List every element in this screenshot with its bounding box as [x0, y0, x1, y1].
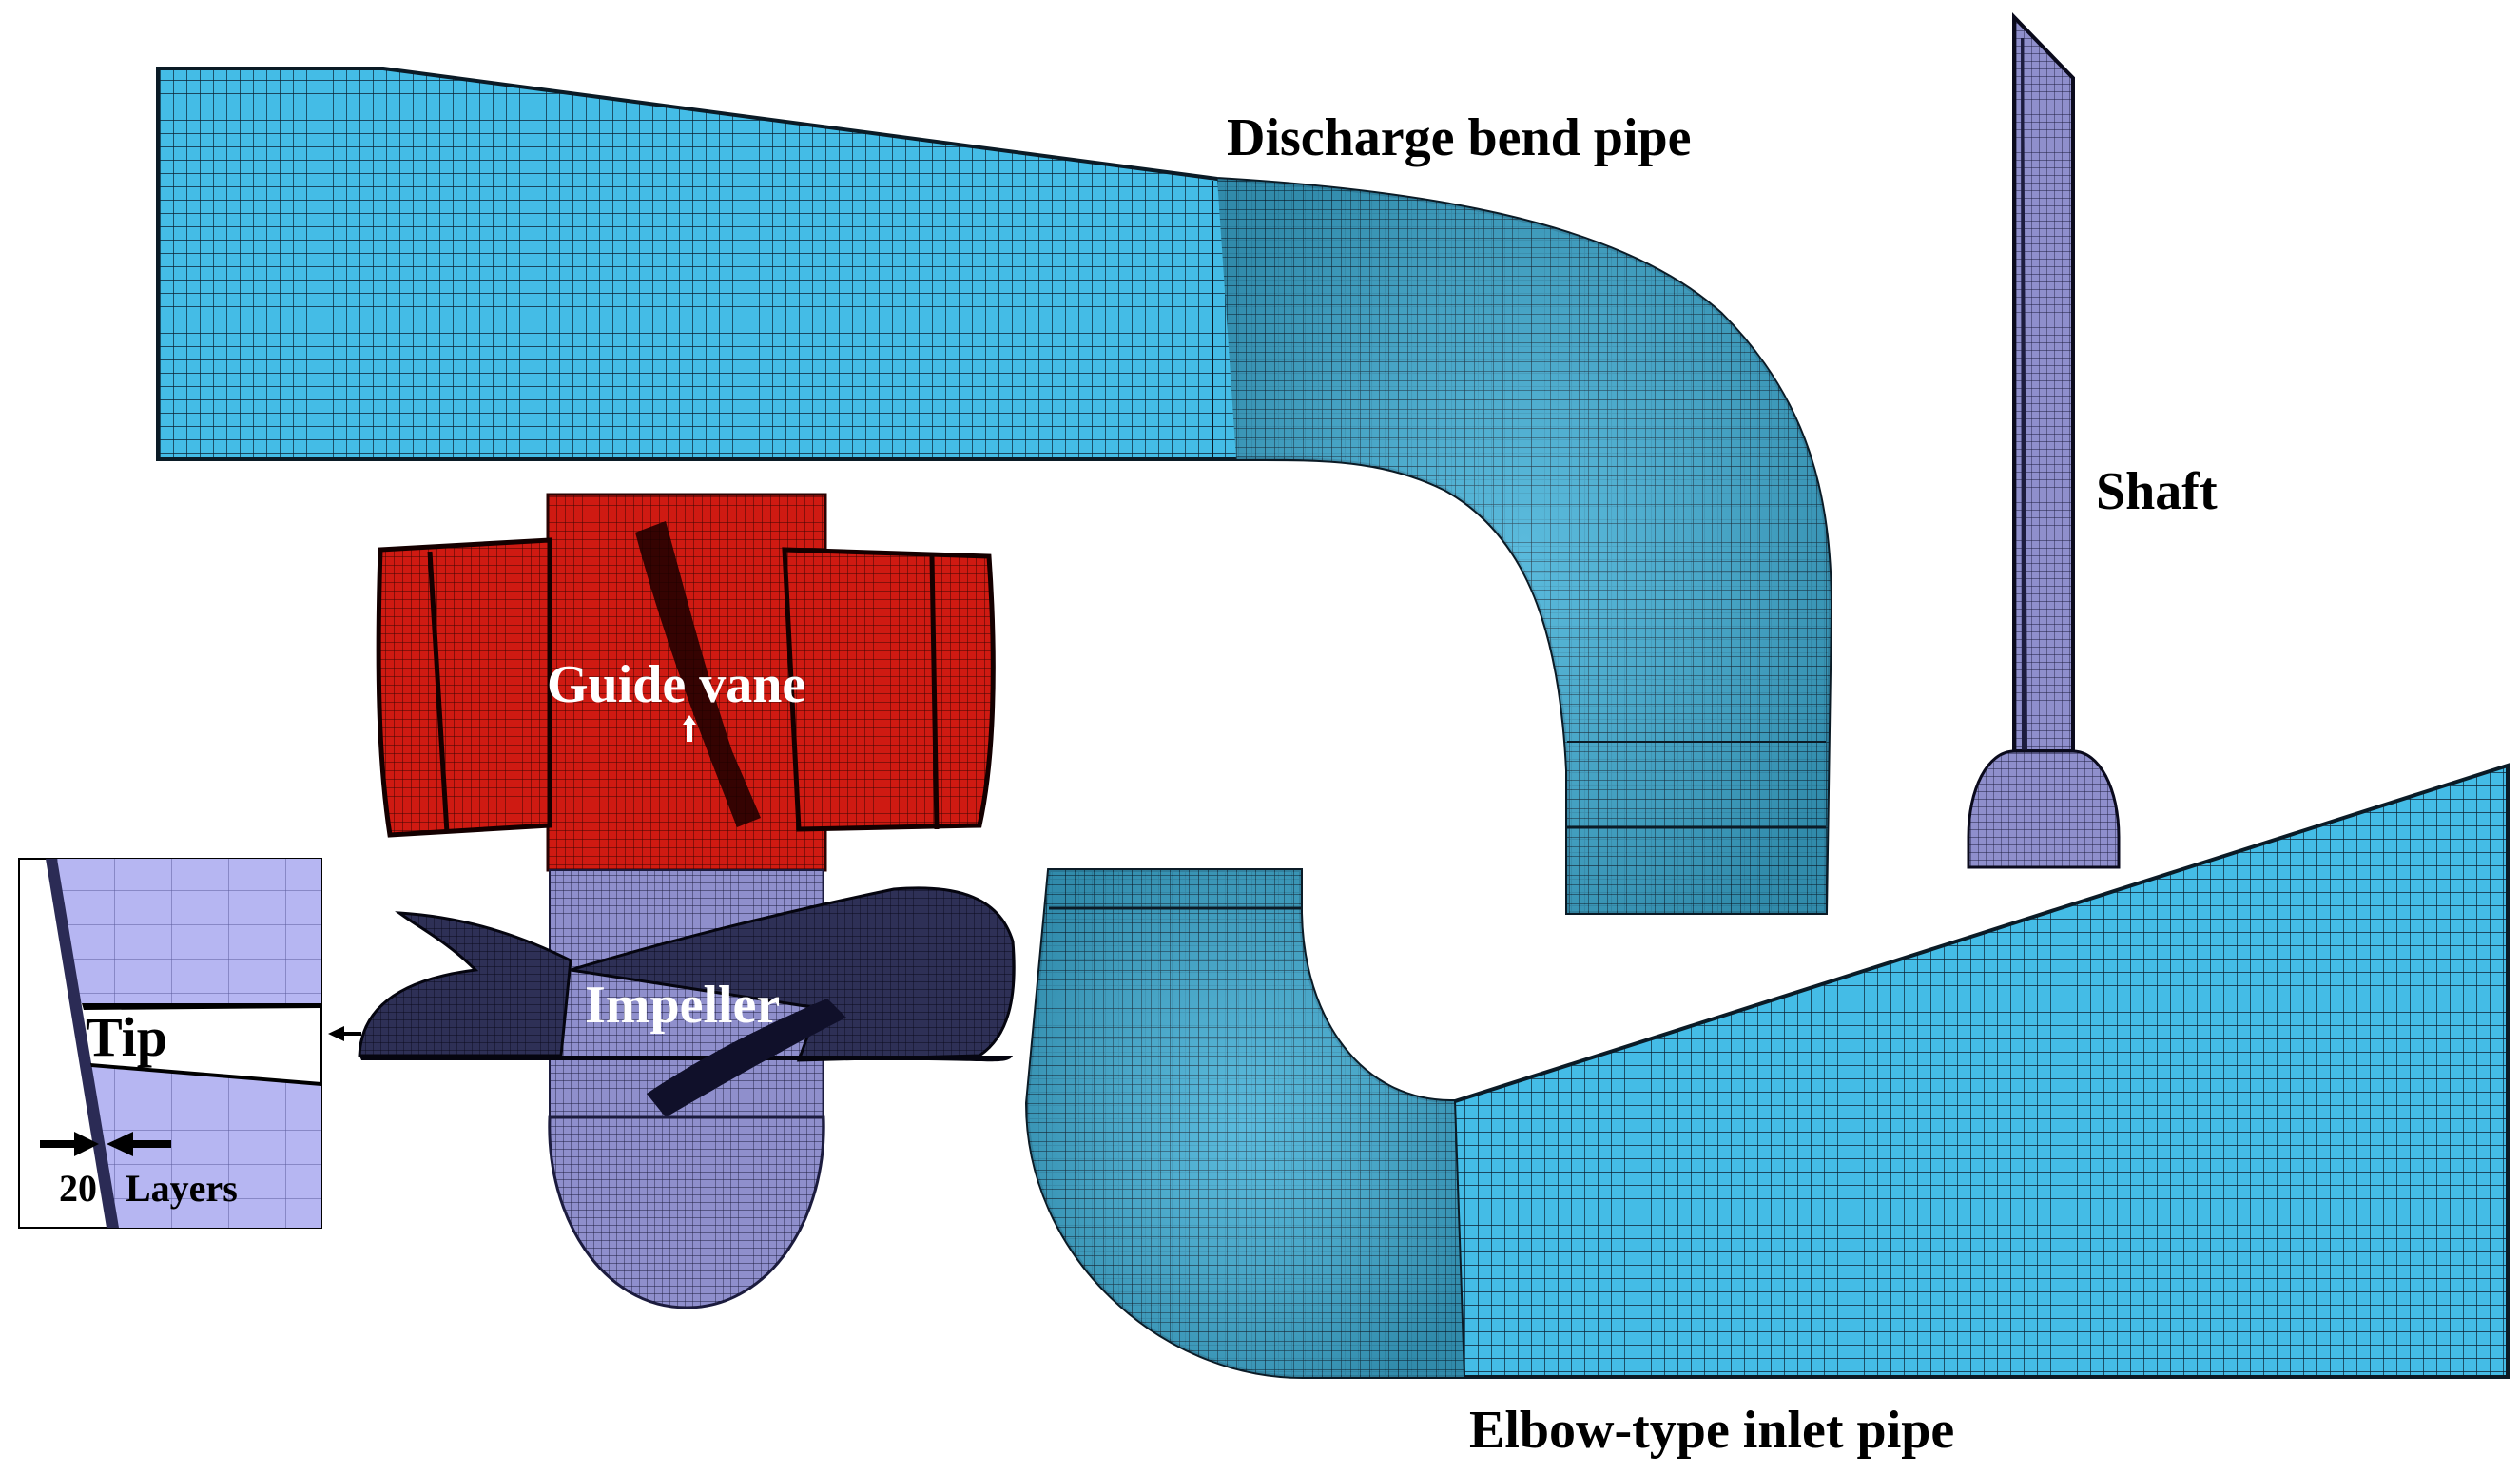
guide-vane-pointer-icon: [683, 715, 696, 742]
shaft-label: Shaft: [2096, 462, 2218, 521]
discharge-bend-pipe: [156, 67, 1833, 915]
shaft: [1967, 12, 2121, 869]
discharge-bend-pipe-label: Discharge bend pipe: [1227, 108, 1692, 167]
impeller-label: Impeller: [585, 976, 780, 1035]
layers-word-label: Layers: [126, 1167, 238, 1210]
impeller: [358, 869, 1016, 1309]
layer-arrow-right-icon: [107, 1132, 171, 1156]
layer-arrow-left-icon: [40, 1132, 99, 1156]
layers-count-label: 20: [59, 1167, 97, 1210]
tip-inset: Tip 20 Layers: [18, 858, 322, 1229]
tip-pointer-arrow-icon: [328, 1026, 361, 1041]
guide-vane: [376, 493, 996, 872]
guide-vane-label: Guide vane: [547, 655, 805, 714]
elbow-type-inlet-pipe: [1024, 763, 2510, 1379]
tip-label: Tip: [86, 1006, 167, 1068]
elbow-type-inlet-pipe-label: Elbow-type inlet pipe: [1469, 1401, 1954, 1460]
